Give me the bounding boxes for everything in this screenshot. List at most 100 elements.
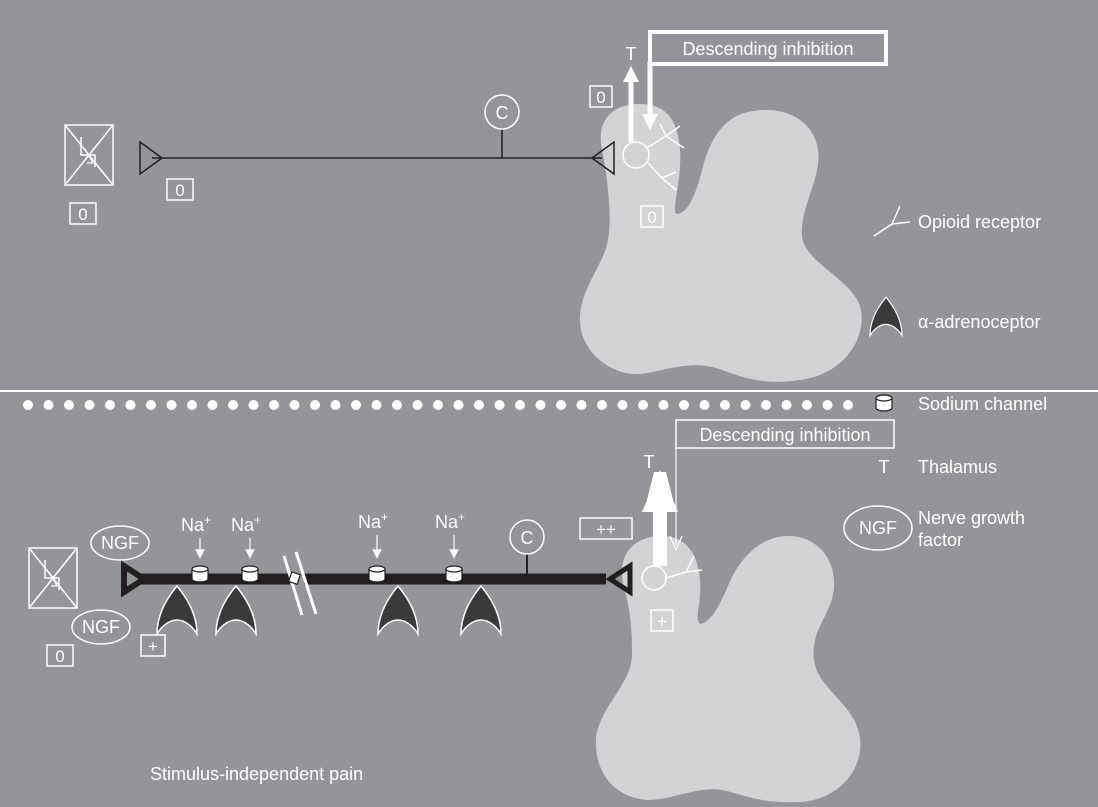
thalamus-bottom: T — [644, 452, 655, 472]
box-fiber-bottom-label: + — [148, 637, 158, 656]
separator-dot — [576, 400, 587, 410]
ascending-arrowhead-top — [623, 66, 639, 82]
legend-ngf-line1: Nerve growth — [918, 508, 1025, 528]
separator-dot — [23, 400, 33, 410]
central-terminal-bottom-icon — [605, 561, 633, 597]
descending-inhibition-box-bottom — [675, 419, 895, 449]
ascending-shaft-bottom — [653, 508, 667, 566]
box-skin-bottom — [46, 644, 74, 667]
svg-text:Na+: Na+ — [358, 510, 388, 532]
box-fiber — [166, 178, 194, 201]
dorsal-horn-neuron-top — [622, 141, 650, 169]
ngf-bottom-label: NGF — [82, 617, 120, 637]
svg-text:Na+: Na+ — [231, 513, 261, 535]
box-fiber-label: 0 — [175, 181, 184, 200]
separator-dot — [699, 400, 710, 410]
spinal-cord-top — [579, 104, 862, 382]
ngf-top-label: NGF — [101, 533, 139, 553]
box-ascending-bottom-label: ++ — [596, 520, 616, 539]
separator-dot — [843, 400, 853, 410]
box-cord-bottom-label: + — [657, 612, 667, 631]
separator-dot — [105, 400, 115, 410]
descending-inhibition-box-top — [648, 30, 888, 66]
separator-dot — [392, 400, 402, 410]
opioid-receptor-bottom-icon — [665, 555, 703, 579]
box-skin-label: 0 — [78, 205, 87, 224]
legend-thalamus-label: Thalamus — [918, 457, 997, 477]
top-panel — [0, 0, 1098, 390]
peripheral-terminal-icon — [139, 140, 164, 176]
separator-dot — [330, 400, 341, 410]
separator-dot — [781, 400, 792, 410]
ngf-bottom — [71, 609, 131, 645]
cell-body-top — [484, 94, 520, 130]
separator-dot — [166, 400, 177, 410]
ngf-top — [90, 525, 150, 561]
separator-dot — [289, 400, 300, 410]
na-label-2: Na+ — [231, 513, 261, 535]
legend-adrenoceptor-label: α-adrenoceptor — [918, 312, 1040, 332]
box-ascending — [589, 85, 613, 108]
na-label-1: Na+ — [181, 513, 211, 535]
separator-dot — [146, 400, 156, 410]
peripheral-terminal-bottom-icon — [121, 560, 150, 598]
separator-dot — [64, 400, 74, 410]
legend-ngf-icon — [843, 505, 913, 551]
separator-dot — [658, 400, 669, 410]
separator-dots — [23, 400, 853, 410]
separator-dot — [125, 400, 136, 410]
bottom-panel — [0, 392, 1098, 807]
box-fiber-bottom — [140, 634, 166, 657]
svg-text:Na+: Na+ — [181, 513, 211, 535]
descending-arrowhead-top — [642, 114, 658, 130]
descending-inhibition-bottom: Descending inhibition — [699, 425, 870, 445]
caption-stimulus-independent: Stimulus-independent pain — [150, 764, 363, 784]
separator-dot — [720, 400, 730, 410]
separator-dot — [679, 400, 689, 410]
box-ascending-label: 0 — [596, 88, 605, 107]
separator-dot — [515, 400, 525, 410]
separator-dot — [43, 400, 54, 410]
legend-thalamus-symbol: T — [879, 457, 890, 477]
ascending-arrowhead-bottom — [642, 470, 678, 512]
spinal-cord-bottom — [595, 535, 861, 803]
separator-dot — [412, 400, 423, 410]
box-skin-bottom-label: 0 — [55, 647, 64, 666]
separator-dot — [371, 400, 382, 410]
na-label-3: Na+ — [358, 510, 388, 532]
sodium-channel-3 — [368, 565, 386, 583]
separator-dot — [207, 400, 218, 410]
separator-dot — [228, 400, 238, 410]
separator-dot — [638, 400, 648, 410]
opioid-receptor-icon — [647, 123, 685, 191]
legend-ngf-symbol: NGF — [859, 518, 897, 538]
legend-sodium-label: Sodium channel — [918, 394, 1047, 414]
cell-body-bottom — [509, 519, 545, 555]
separator-dot — [556, 400, 566, 410]
separator-dot — [597, 400, 607, 410]
separator-dot — [433, 400, 443, 410]
legend-sodium-channel-icon — [875, 394, 893, 412]
box-ascending-bottom — [579, 517, 633, 540]
box-terminal — [640, 205, 664, 228]
box-skin — [69, 202, 97, 225]
separator-dot — [269, 400, 279, 410]
central-terminal-icon — [590, 140, 615, 176]
separator-dot — [84, 400, 95, 410]
separator-dot — [535, 400, 546, 410]
separator-dot — [351, 400, 361, 410]
separator-dot — [617, 400, 628, 410]
legend-opioid-label: Opioid receptor — [918, 212, 1041, 232]
separator-dot — [474, 400, 484, 410]
separator-dot — [802, 400, 812, 410]
separator-dot — [453, 400, 464, 410]
separator-dot — [822, 400, 833, 410]
thalamus-top: T — [626, 44, 637, 64]
box-terminal-label: 0 — [647, 208, 656, 227]
cell-body-bottom-label: C — [521, 528, 534, 548]
descending-inhibition-top: Descending inhibition — [682, 39, 853, 59]
cell-body-top-label: C — [496, 103, 509, 123]
separator-dot — [740, 400, 751, 410]
sodium-channel-2 — [241, 565, 259, 583]
